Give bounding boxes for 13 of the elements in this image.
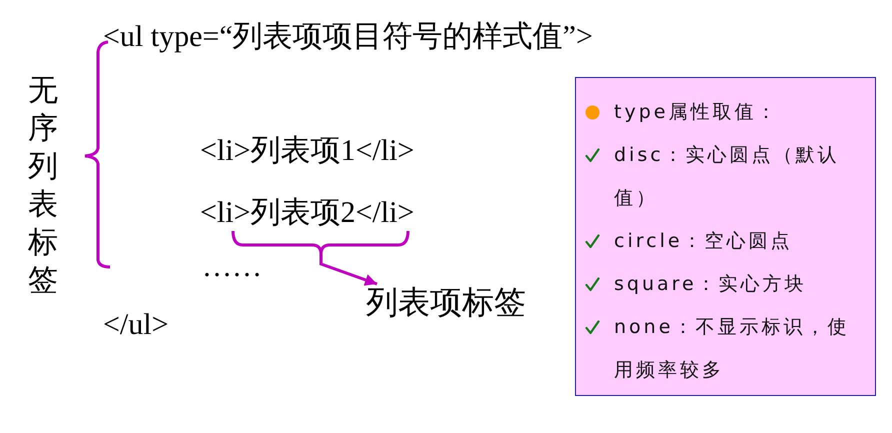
code-line: <li>列表项1</li> [200,134,414,168]
list-item-text: square：实心方块 [614,272,808,297]
list-item-text: circle：空心圆点 [614,229,794,254]
info-panel [575,77,876,396]
list-item-text: none：不显示标识，使用频率较多 [614,315,850,383]
code-line: <li>列表项2</li> [200,196,414,230]
annotation-text: 列表项标签 [366,284,526,320]
ellipsis-text: …… [202,250,262,284]
leader-arrow [232,230,410,286]
code-line: <ul type=“列表项项目符号的样式值”> [103,20,593,54]
panel-heading: type属性取值： [614,100,780,125]
code-line: </ul> [103,308,169,342]
vertical-label: 无序列表标签 [27,73,59,299]
